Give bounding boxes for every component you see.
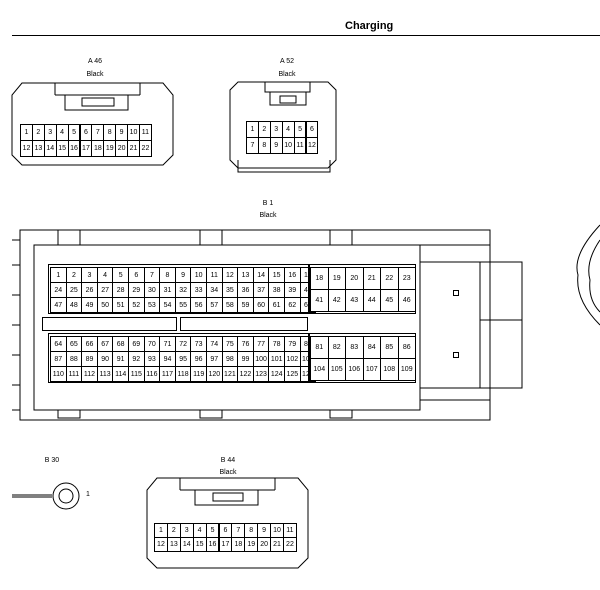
pin: 6: [218, 523, 233, 538]
pin: 125: [284, 366, 301, 382]
b30-pin: 1: [86, 491, 90, 498]
b1-pin-frame: [308, 264, 416, 314]
a52-label: A 52: [279, 58, 294, 65]
b1-divider-bar: [180, 317, 308, 331]
pin: 18: [231, 537, 246, 552]
b44-color: Black: [219, 469, 237, 476]
pin: 22: [283, 537, 297, 552]
b30-label: B 30: [44, 457, 60, 464]
pin: 16: [205, 537, 220, 552]
pin: 15: [192, 537, 207, 552]
pin: 9: [269, 137, 283, 154]
pin: 121: [221, 366, 239, 382]
title-rule: [12, 35, 600, 36]
pin: 7: [231, 523, 246, 538]
pin: 54: [159, 297, 176, 313]
pin: 11: [293, 137, 307, 154]
b1-pin-frame: [48, 264, 310, 314]
pin: 6: [305, 121, 319, 138]
a52-color: Black: [278, 71, 296, 78]
pin: 14: [179, 537, 194, 552]
pin: 12: [154, 537, 168, 552]
pin: 1: [154, 523, 168, 538]
pin: 49: [81, 297, 98, 313]
pin: 2: [166, 523, 181, 538]
b1-pin-frame: [48, 333, 310, 383]
b1-lock-square: [453, 290, 459, 296]
pin: 9: [257, 523, 272, 538]
pin: 21: [270, 537, 284, 552]
b1-label: B 1: [262, 200, 274, 207]
pin: 104: [310, 358, 329, 381]
pin: 105: [327, 358, 346, 381]
b44-label: B 44: [220, 457, 236, 464]
a46-color: Black: [86, 71, 104, 78]
pin: 11: [139, 124, 152, 141]
b1-lock-square: [453, 352, 459, 358]
pin: 61: [268, 297, 285, 313]
pin: 115: [128, 366, 145, 382]
b1-pin-frame: [308, 333, 416, 383]
b1-color: Black: [259, 212, 277, 219]
pin: 43: [345, 289, 364, 312]
pin: 5: [205, 523, 220, 538]
pin: 58: [221, 297, 239, 313]
b1-divider-bar: [42, 317, 177, 331]
pin: 11: [283, 523, 297, 538]
page-title: Charging: [345, 20, 394, 32]
pin: 10: [270, 523, 284, 538]
pin: 53: [143, 297, 161, 313]
pin: 22: [139, 140, 152, 157]
pin: 12: [305, 137, 319, 154]
pin: 17: [218, 537, 233, 552]
pin: 19: [244, 537, 259, 552]
pin: 3: [179, 523, 194, 538]
pin: 8: [244, 523, 259, 538]
pin: 20: [257, 537, 272, 552]
pin: 13: [166, 537, 181, 552]
a46-label: A 46: [87, 58, 102, 65]
pin: 7: [246, 137, 259, 154]
pin: 4: [192, 523, 207, 538]
